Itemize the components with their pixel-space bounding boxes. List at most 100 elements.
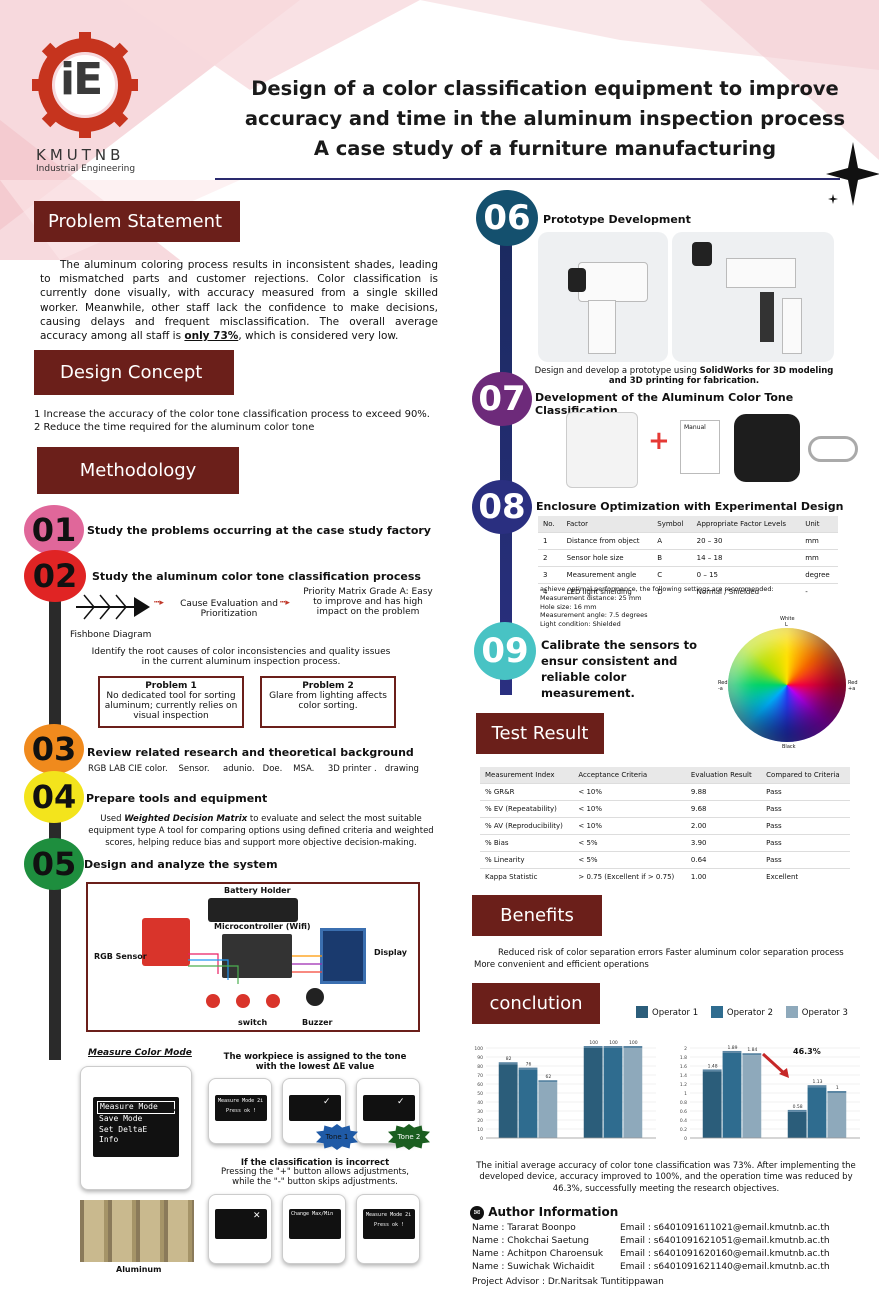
- incorrect-text: Pressing the "+" button allows adjustmen…: [221, 1167, 409, 1187]
- explode-shell: [726, 258, 796, 288]
- author-email[interactable]: Email : s6401091611021@email.kmutnb.ac.t…: [620, 1223, 830, 1233]
- sphere-black-label: Black: [782, 744, 796, 750]
- factor-cell: D: [652, 583, 692, 600]
- step-06-title: Prototype Development: [543, 213, 691, 226]
- bar-operator-3: [623, 1048, 643, 1138]
- concept-heading: Design Concept: [34, 350, 234, 395]
- author-email[interactable]: Email : s6401091621051@email.kmutnb.ac.t…: [620, 1236, 830, 1246]
- battery-holder: [208, 898, 298, 922]
- screen-b: [289, 1095, 341, 1121]
- author-name: Name : Achitpon Charoensuk: [472, 1249, 604, 1259]
- factor-cell: Distance from object: [561, 532, 653, 550]
- logo: iE KMUTNB Industrial Engineering: [22, 30, 152, 180]
- sphere-red-left-label: Red: [718, 680, 728, 686]
- test-cell: % EV (Repeatability): [480, 800, 574, 818]
- step-08-title: Enclosure Optimization with Experimental…: [536, 500, 844, 513]
- y-tick-label: 0.6: [680, 1109, 687, 1115]
- problem-2-text: Glare from lighting affects color sortin…: [269, 691, 387, 711]
- factor-note-2: Hole size: 16 mm: [540, 602, 597, 611]
- title-rule: [215, 178, 840, 180]
- menu-item-info[interactable]: Info: [99, 1135, 119, 1145]
- poster-title: Design of a color classification equipme…: [215, 74, 875, 164]
- factor-note-3: Measurement angle: 7.5 degrees: [540, 611, 648, 620]
- aluminum-sample: [80, 1200, 194, 1262]
- aluminum-label: Aluminum: [116, 1265, 162, 1274]
- author-email[interactable]: Email : s6401091620160@email.kmutnb.ac.t…: [620, 1249, 830, 1259]
- bar-top: [807, 1085, 827, 1088]
- factor-cell: 14 – 18: [691, 549, 801, 567]
- test-cell: 9.88: [685, 783, 762, 801]
- factor-cell: -: [800, 583, 838, 600]
- problem-1-title: Problem 1: [145, 681, 197, 691]
- menu-item-delta[interactable]: Set DeltaE: [99, 1124, 148, 1134]
- legend-swatch-1: [636, 1006, 648, 1018]
- data-label: 0.58: [793, 1104, 803, 1110]
- table-row: Kappa Statistic> 0.75 (Excellent if > 0.…: [480, 868, 850, 885]
- rgb-label: RGB Sensor: [94, 952, 147, 961]
- plus-icon: +: [648, 426, 670, 456]
- menu-item-measure[interactable]: Measure Mode: [97, 1101, 175, 1114]
- sphere-red-left: Red-a: [718, 680, 728, 692]
- step-03-items: RGB LAB CIE color. Sensor. adunio. Doe. …: [88, 764, 419, 774]
- step-05-title: Design and analyze the system: [84, 858, 278, 871]
- bar-top: [787, 1109, 807, 1112]
- sphere-red-right-val: +a: [848, 686, 856, 692]
- factor-cell: LED light shielding: [561, 583, 653, 600]
- step-08-badge: 08: [472, 480, 532, 534]
- mcu-label: Microcontroller (Wifi): [214, 922, 311, 931]
- matrix-label: Priority Matrix Grade A: Easy to improve…: [303, 587, 433, 617]
- factor-note-4: Light condition: Shielded: [540, 620, 621, 629]
- step-06-num: 06: [483, 198, 531, 238]
- step-04-text-em: Weighted Decision Matrix: [124, 814, 248, 824]
- bar-operator-1: [787, 1111, 807, 1138]
- step-06-caption-pre: Design and develop a prototype using: [534, 366, 700, 376]
- step-03-num: 03: [31, 730, 77, 768]
- step-01-badge: 01: [24, 505, 84, 555]
- wires: [188, 953, 322, 984]
- problem-1-box: Problem 1 No dedicated tool for sorting …: [98, 676, 244, 728]
- y-tick-label: 0.8: [680, 1100, 687, 1106]
- proto-body: [578, 262, 648, 302]
- step-04-title: Prepare tools and equipment: [86, 792, 268, 805]
- concept-item-1: 1 Increase the accuracy of the color ton…: [34, 409, 430, 420]
- test-cell: < 10%: [573, 800, 686, 818]
- test-cell: Kappa Statistic: [480, 868, 574, 885]
- data-label: 1: [836, 1085, 839, 1091]
- factor-notes: achieve optimal performance, the followi…: [540, 585, 774, 629]
- step-07-badge: 07: [472, 372, 532, 426]
- arrow-1-icon: ┅▸: [154, 598, 164, 608]
- test-cell: Pass: [761, 851, 850, 869]
- bar-top: [702, 1069, 722, 1072]
- author-email[interactable]: Email : s6401091621140@email.kmutnb.ac.t…: [620, 1262, 830, 1272]
- y-tick-label: 30: [477, 1109, 483, 1115]
- bar-operator-1: [498, 1064, 518, 1138]
- menu-item-save[interactable]: Save Mode: [99, 1113, 143, 1123]
- data-label: 62: [545, 1074, 551, 1080]
- problem-1-text: No dedicated tool for sorting aluminum; …: [104, 691, 238, 721]
- explode-lens: [692, 242, 712, 266]
- factor-cell: 1: [538, 532, 562, 550]
- test-cell: 2.00: [685, 817, 762, 835]
- step-07-num: 07: [478, 379, 526, 419]
- tone-1-label: Tone 1: [325, 1133, 349, 1141]
- problem-heading: Problem Statement: [34, 201, 240, 242]
- y-tick-label: 1.6: [680, 1064, 687, 1070]
- y-tick-label: 1.4: [680, 1073, 687, 1079]
- check-icon: ✓: [323, 1097, 331, 1107]
- legend-swatch-3: [785, 1006, 798, 1018]
- bar-operator-1: [702, 1071, 722, 1138]
- y-tick-label: 0.2: [680, 1127, 687, 1133]
- title-line-1: Design of a color classification equipme…: [251, 77, 839, 100]
- test-cell: Pass: [761, 783, 850, 801]
- y-tick-label: 1.8: [680, 1055, 687, 1061]
- screen-e-title: Change Max/Min: [291, 1211, 334, 1217]
- device-screen-d: ✕: [208, 1194, 272, 1264]
